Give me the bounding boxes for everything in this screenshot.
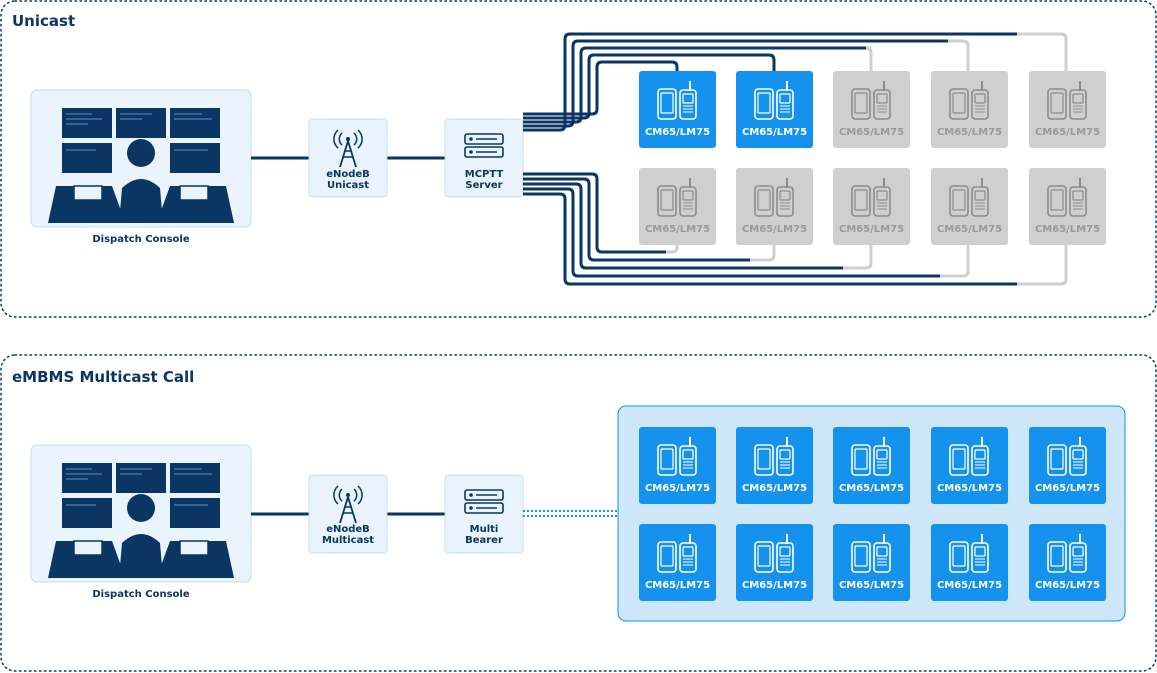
- device-card: CM65/LM75: [1029, 427, 1106, 504]
- unicast-link-inactive: [843, 245, 873, 270]
- unicast-link: [523, 172, 666, 254]
- unicast-link: [523, 192, 1017, 286]
- unicast-link: [523, 39, 948, 128]
- unicast-link-inactive: [948, 39, 970, 71]
- unicast-link-inactive: [750, 245, 776, 262]
- unicast-link-inactive: [666, 245, 679, 254]
- unicast-link: [523, 60, 679, 116]
- device-card: CM65/LM75: [736, 427, 813, 504]
- unicast-link: [523, 53, 776, 120]
- unicast-section-frame: [0, 0, 1157, 318]
- device-card: CM65/LM75: [639, 427, 716, 504]
- device-card: CM65/LM75: [1029, 71, 1106, 148]
- unicast-link-inactive: [865, 46, 873, 71]
- device-label: CM65/LM75: [839, 580, 904, 591]
- device-card: CM65/LM75: [931, 524, 1008, 601]
- enodeb-label-line2: Unicast: [327, 180, 369, 191]
- device-label: CM65/LM75: [645, 127, 710, 138]
- device-card: CM65/LM75: [931, 427, 1008, 504]
- bearer-label-line2: Bearer: [465, 535, 503, 546]
- server-label-line2: Server: [465, 180, 502, 191]
- device-label: CM65/LM75: [1035, 483, 1100, 494]
- enodeb-label-line1: eNodeB: [326, 169, 370, 180]
- enodeb-label-line1: eNodeB: [326, 524, 370, 535]
- device-label: CM65/LM75: [1035, 580, 1100, 591]
- unicast-link: [523, 32, 1017, 132]
- enodeb-multicast-box: [308, 474, 388, 554]
- device-label: CM65/LM75: [937, 580, 1002, 591]
- device-card: CM65/LM75: [931, 71, 1008, 148]
- unicast-link-inactive: [940, 245, 970, 278]
- device-label: CM65/LM75: [839, 127, 904, 138]
- bearer-label-line1: Multi: [470, 524, 499, 535]
- device-label: CM65/LM75: [645, 483, 710, 494]
- device-label: CM65/LM75: [1035, 224, 1100, 235]
- multicast-section-title: eMBMS Multicast Call: [12, 368, 194, 386]
- dispatch-console-label: Dispatch Console: [92, 589, 189, 600]
- device-label: CM65/LM75: [937, 483, 1002, 494]
- device-card: CM65/LM75: [736, 71, 813, 148]
- device-label: CM65/LM75: [937, 127, 1002, 138]
- device-label: CM65/LM75: [742, 483, 807, 494]
- device-label: CM65/LM75: [937, 224, 1002, 235]
- device-label: CM65/LM75: [742, 224, 807, 235]
- device-card: CM65/LM75: [1029, 524, 1106, 601]
- device-card: CM65/LM75: [639, 71, 716, 148]
- enodeb-unicast-box: [308, 118, 388, 198]
- dispatch-console-icon: [47, 462, 235, 579]
- device-card: CM65/LM75: [931, 168, 1008, 245]
- dispatch-console-label: Dispatch Console: [92, 234, 189, 245]
- device-label: CM65/LM75: [645, 580, 710, 591]
- device-label: CM65/LM75: [645, 224, 710, 235]
- device-card: CM65/LM75: [639, 168, 716, 245]
- device-label: CM65/LM75: [839, 483, 904, 494]
- device-label: CM65/LM75: [742, 127, 807, 138]
- device-label: CM65/LM75: [742, 580, 807, 591]
- device-card: CM65/LM75: [639, 524, 716, 601]
- device-card: CM65/LM75: [833, 71, 910, 148]
- unicast-section-title: Unicast: [12, 12, 75, 30]
- device-card: CM65/LM75: [1029, 168, 1106, 245]
- device-card: CM65/LM75: [833, 427, 910, 504]
- multicast-section-frame: [0, 354, 1157, 672]
- unicast-link: [523, 187, 940, 278]
- unicast-link: [523, 182, 843, 270]
- unicast-link: [523, 177, 750, 262]
- device-card: CM65/LM75: [833, 524, 910, 601]
- enodeb-label-line2: Multicast: [322, 535, 374, 546]
- unicast-link-inactive: [1017, 32, 1068, 71]
- device-card: CM65/LM75: [736, 524, 813, 601]
- server-label-line1: MCPTT: [465, 169, 504, 180]
- unicast-link: [523, 46, 871, 124]
- unicast-link-bundle: [523, 32, 1068, 286]
- device-card: CM65/LM75: [736, 168, 813, 245]
- device-label: CM65/LM75: [1035, 127, 1100, 138]
- dispatch-console-icon: [47, 107, 235, 224]
- unicast-link-inactive: [1017, 245, 1068, 286]
- device-label: CM65/LM75: [839, 224, 904, 235]
- device-card: CM65/LM75: [833, 168, 910, 245]
